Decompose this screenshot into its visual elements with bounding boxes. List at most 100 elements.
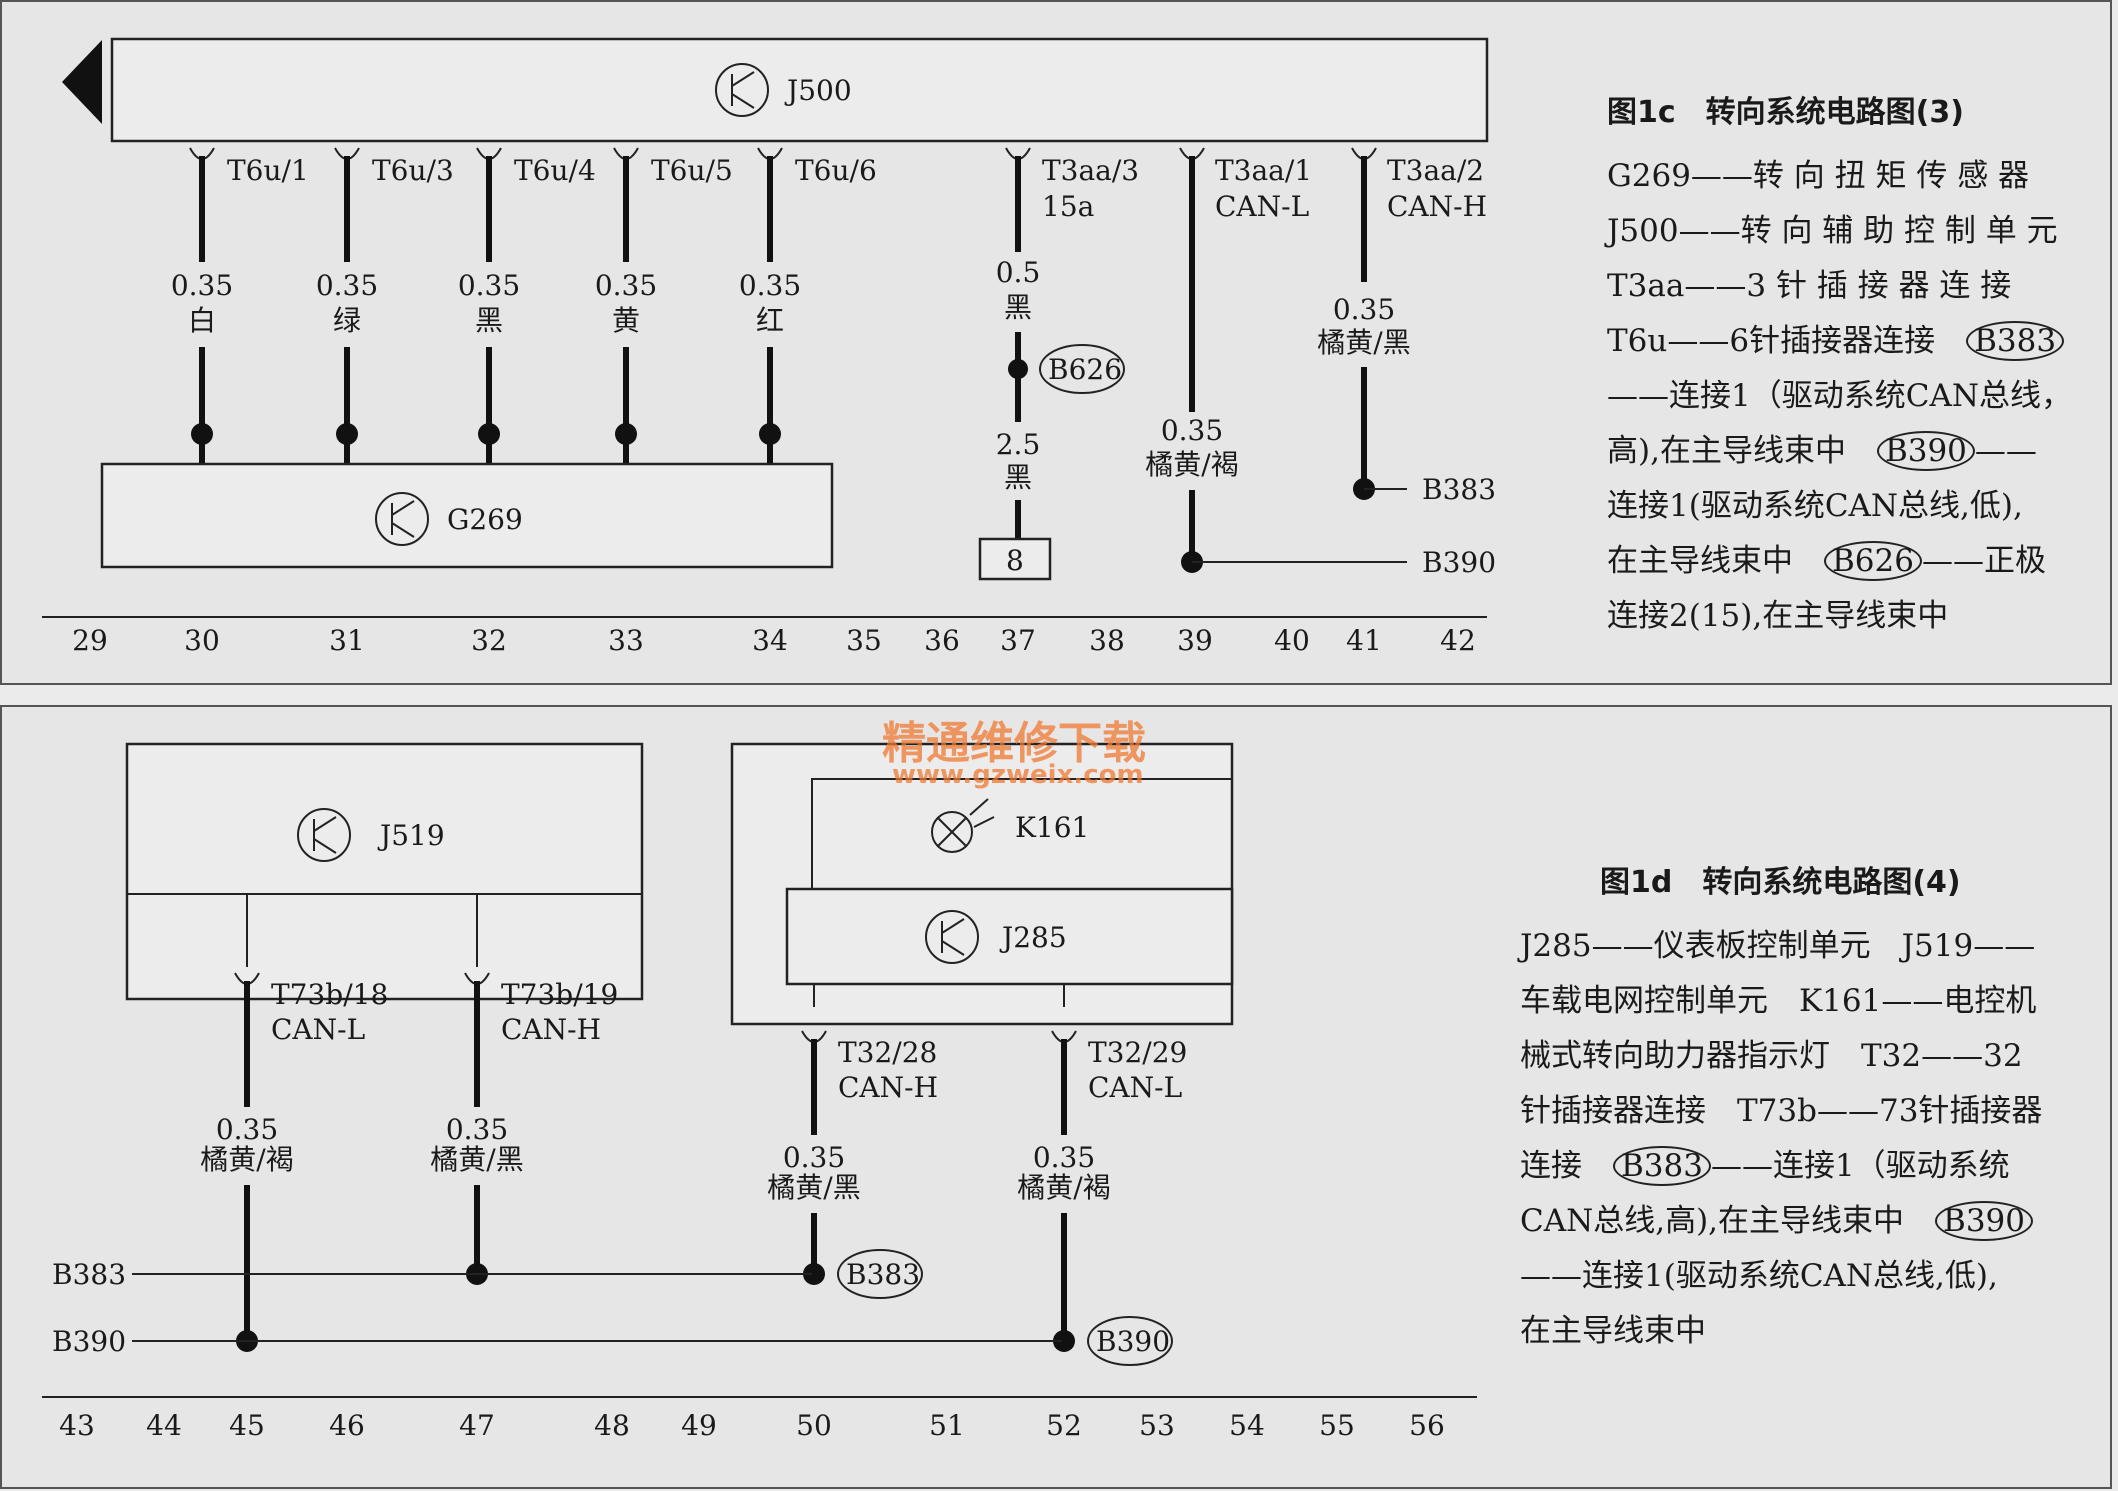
grid-column-number: 55 bbox=[1319, 1409, 1355, 1442]
connector-pin-icon bbox=[464, 972, 490, 997]
ground-point-label: 8 bbox=[1006, 544, 1024, 577]
b390-bus-label: B390 bbox=[52, 1325, 126, 1358]
connector-pin-icon bbox=[189, 147, 215, 172]
wire-size-label: 0.35 bbox=[458, 269, 520, 302]
connector-pin-icon bbox=[1005, 147, 1031, 172]
legend-1c-line: J500——转 向 辅 助 控 制 单 元 bbox=[1607, 213, 2058, 249]
legend-1d-line: ——连接1(驱动系统CAN总线,低), bbox=[1520, 1258, 1998, 1294]
grid-column-number: 53 bbox=[1139, 1409, 1175, 1442]
grid-column-number: 39 bbox=[1177, 624, 1213, 657]
k161-lamp-icon bbox=[931, 798, 995, 853]
grid-column-number: 48 bbox=[594, 1409, 630, 1442]
connector-pin-icon bbox=[476, 147, 502, 172]
grid-column-number: 54 bbox=[1229, 1409, 1265, 1442]
wire-size-label: 0.35 bbox=[739, 269, 801, 302]
connector-pin-label: T3aa/2 bbox=[1387, 154, 1484, 187]
b390-splice-oval bbox=[1087, 1316, 1173, 1366]
grid-column-number: 45 bbox=[229, 1409, 265, 1442]
legend-1d-line: 在主导线束中 bbox=[1520, 1313, 1706, 1349]
connector-sub-label: CAN-H bbox=[1387, 190, 1487, 223]
legend-1d-line: 车载电网控制单元 K161——电控机 bbox=[1520, 983, 2037, 1019]
splice-dot bbox=[803, 1263, 825, 1285]
wire-color-label: 黑 bbox=[1004, 291, 1032, 324]
wire-size-label: 0.35 bbox=[446, 1113, 508, 1146]
connector-pin-label: T3aa/1 bbox=[1215, 154, 1312, 187]
circuit-diagram-1d: J519 K161 J285 T73b/18CAN-L0.35橘黄/褐T73b/… bbox=[42, 742, 1477, 1442]
ground-point-box bbox=[978, 537, 1052, 581]
connector-pin-icon bbox=[1179, 147, 1205, 172]
legend-1c-body: G269——转 向 扭 矩 传 感 器 J500——转 向 辅 助 控 制 单 … bbox=[1607, 149, 2077, 644]
wire-color-label: 红 bbox=[756, 304, 784, 337]
connector-pin-label: T6u/6 bbox=[795, 154, 877, 187]
connector-sub-label: CAN-L bbox=[271, 1013, 365, 1046]
grid-column-number: 51 bbox=[929, 1409, 965, 1442]
legend-1c-line: T6u——6针插接器连接 B383 bbox=[1607, 314, 2077, 369]
connector-pin-label: T73b/18 bbox=[271, 978, 388, 1011]
splice-dot bbox=[1053, 1330, 1075, 1352]
wire-color-label: 橘黄/黑 bbox=[1317, 326, 1410, 359]
connector-pin-icon bbox=[613, 147, 639, 172]
wire-size-label: 0.5 bbox=[996, 256, 1041, 289]
legend-1c-line: G269——转 向 扭 矩 传 感 器 bbox=[1607, 158, 2030, 194]
b383-splice-oval bbox=[837, 1249, 923, 1299]
grid-column-number: 36 bbox=[924, 624, 960, 657]
legend-1d-line: CAN总线,高),在主导线束中 B390 bbox=[1520, 1194, 2060, 1249]
wire-color-label: 橘黄/褐 bbox=[1017, 1171, 1110, 1204]
grid-column-number: 41 bbox=[1346, 624, 1382, 657]
wire-color-label: 白 bbox=[188, 304, 216, 337]
g269-sensor-box bbox=[100, 462, 834, 569]
watermark-cn: 精通维修下载 bbox=[882, 718, 1146, 769]
legend-tag-b626: B626 bbox=[1824, 541, 1922, 581]
legend-1d-line: J285——仪表板控制单元 J519—— bbox=[1520, 928, 2036, 964]
wire-color-label: 黄 bbox=[612, 304, 640, 337]
b390-output-label: B390 bbox=[1422, 546, 1496, 579]
g269-label: G269 bbox=[447, 503, 523, 536]
wire-color-label: 橘黄/黑 bbox=[430, 1143, 523, 1176]
legend-tag-b390: B390 bbox=[1876, 431, 1975, 471]
wire-size-label: 0.35 bbox=[216, 1113, 278, 1146]
j519-transistor-icon bbox=[297, 808, 351, 862]
j285-transistor-icon bbox=[925, 910, 979, 964]
legend-1c-line: ——连接1（驱动系统CAN总线， bbox=[1607, 378, 2072, 414]
connector-pin-icon bbox=[1051, 1030, 1077, 1055]
grid-column-number: 34 bbox=[752, 624, 788, 657]
connector-pin-label: T6u/3 bbox=[372, 154, 454, 187]
legend-1d-body: J285——仪表板控制单元 J519—— 车载电网控制单元 K161——电控机 … bbox=[1520, 919, 2060, 1359]
grid-column-number: 40 bbox=[1274, 624, 1310, 657]
j519-unit-box bbox=[125, 742, 644, 1001]
legend-1c-line: 连接2(15),在主导线束中 bbox=[1607, 598, 1949, 634]
terminal-dot bbox=[336, 423, 358, 445]
b626-splice-oval bbox=[1039, 344, 1125, 394]
wire-color-label: 橘黄/褐 bbox=[200, 1143, 293, 1176]
wire-color-label: 橘黄/褐 bbox=[1145, 448, 1238, 481]
connector-pin-icon bbox=[757, 147, 783, 172]
wire-size-label: 2.5 bbox=[996, 428, 1041, 461]
legend-tag-b383: B383 bbox=[1613, 1146, 1711, 1186]
continuation-arrow-icon bbox=[62, 40, 102, 124]
grid-column-number: 44 bbox=[146, 1409, 182, 1442]
terminal-dot bbox=[759, 423, 781, 445]
connector-sub-label: CAN-L bbox=[1215, 190, 1309, 223]
legend-tag-b390: B390 bbox=[1935, 1201, 2033, 1241]
b383-output-label: B383 bbox=[1422, 473, 1496, 506]
j285-unit-box bbox=[785, 887, 1234, 986]
wire-size-label: 0.35 bbox=[171, 269, 233, 302]
legend-1d: 图1d 转向系统电路图(4) J285——仪表板控制单元 J519—— 车载电网… bbox=[1520, 857, 2060, 1359]
wire-size-label: 0.35 bbox=[783, 1141, 845, 1174]
legend-1c: 图1c 转向系统电路图(3) G269——转 向 扭 矩 传 感 器 J500—… bbox=[1607, 87, 2077, 644]
j500-transistor-icon bbox=[715, 63, 769, 117]
grid-column-number: 31 bbox=[329, 624, 365, 657]
legend-1c-line: 连接1(驱动系统CAN总线,低), bbox=[1607, 488, 2023, 524]
connector-pin-label: T73b/19 bbox=[501, 978, 618, 1011]
splice-dot bbox=[1008, 359, 1028, 379]
legend-1d-line: 连接 B383——连接1（驱动系统 bbox=[1520, 1146, 2010, 1186]
wire-color-label: 橘黄/黑 bbox=[767, 1171, 860, 1204]
grid-column-number: 42 bbox=[1440, 624, 1476, 657]
grid-column-number: 56 bbox=[1409, 1409, 1445, 1442]
b390-splice-label: B390 bbox=[1096, 1325, 1170, 1358]
connector-sub-label: CAN-L bbox=[1088, 1071, 1182, 1104]
grid-column-number: 52 bbox=[1046, 1409, 1082, 1442]
terminal-dot bbox=[615, 423, 637, 445]
